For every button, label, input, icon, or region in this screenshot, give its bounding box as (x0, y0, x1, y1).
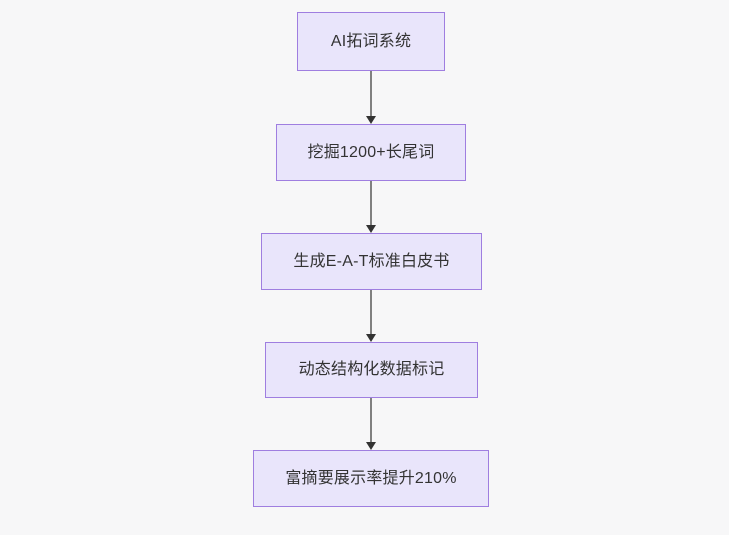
arrowhead-icon (366, 225, 376, 233)
edge-line (370, 71, 372, 116)
flow-node-label: 挖掘1200+长尾词 (307, 143, 435, 161)
edge-line (370, 398, 372, 442)
flow-node-generate-eat-whitepaper[interactable]: 生成E-A-T标准白皮书 (261, 233, 482, 290)
flow-node-label: 生成E-A-T标准白皮书 (293, 252, 450, 270)
arrowhead-icon (366, 116, 376, 124)
flow-node-mine-longtail-keywords[interactable]: 挖掘1200+长尾词 (276, 124, 466, 181)
arrowhead-icon (366, 442, 376, 450)
flow-node-label: 富摘要展示率提升210% (285, 469, 457, 487)
edge-line (370, 290, 372, 334)
flow-node-dynamic-structured-data-markup[interactable]: 动态结构化数据标记 (265, 342, 478, 398)
flow-node-rich-snippet-impression-uplift[interactable]: 富摘要展示率提升210% (253, 450, 489, 507)
flow-node-label: AI拓词系统 (330, 32, 412, 50)
flow-node-ai-keyword-system[interactable]: AI拓词系统 (297, 12, 445, 71)
flow-node-label: 动态结构化数据标记 (298, 361, 445, 379)
edge-line (370, 181, 372, 225)
arrowhead-icon (366, 334, 376, 342)
